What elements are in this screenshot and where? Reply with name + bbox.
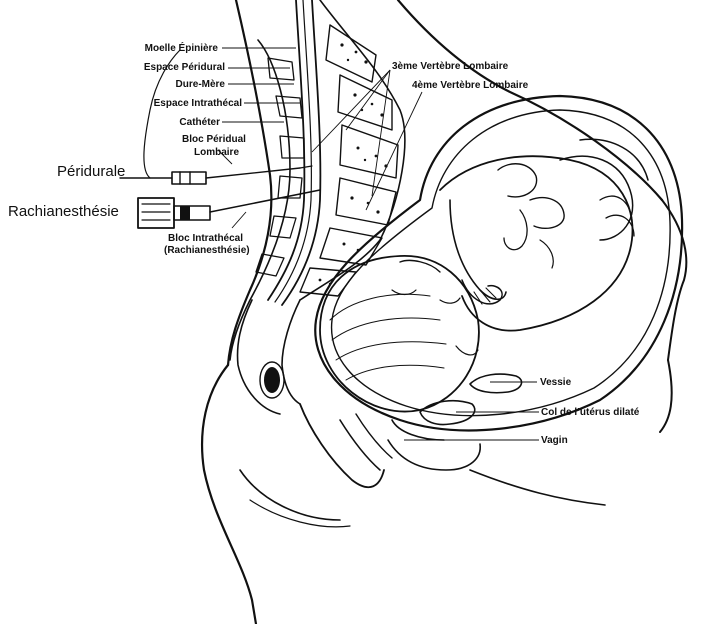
label-vessie: Vessie (540, 377, 572, 388)
uterus-and-fetus (314, 94, 684, 441)
label-vertebre-3: 3ème Vertèbre Lombaire (392, 61, 509, 72)
label-vertebre-4: 4ème Vertèbre Lombaire (412, 80, 529, 91)
label-moelle-epiniere: Moelle Épinière (145, 41, 219, 54)
label-bloc-peridural-line1: Bloc Péridual (182, 134, 246, 145)
label-rachianesthesie: Rachianesthésie (8, 203, 119, 220)
label-vagin: Vagin (541, 435, 568, 446)
peridural-needle-and-syringe (119, 49, 313, 185)
labels: Moelle Épinière Espace Péridural Dure-Mè… (8, 41, 640, 446)
label-dure-mere: Dure-Mère (176, 79, 226, 90)
label-bloc-intrathecal-line2: (Rachianesthésie) (164, 245, 250, 256)
leader-lines (217, 47, 539, 441)
label-espace-peridural: Espace Péridural (144, 62, 225, 73)
label-espace-intrathecal: Espace Intrathécal (154, 98, 243, 109)
label-col-uterus: Col de l’utérus dilaté (541, 407, 640, 418)
label-bloc-intrathecal-line1: Bloc Intrathécal (168, 233, 243, 244)
body-outline (201, 0, 688, 624)
pelvic-floor (239, 403, 481, 528)
spinal-column (229, 0, 406, 415)
spinal-needle-and-syringe (137, 189, 321, 229)
label-peridurale: Péridurale (57, 163, 125, 180)
label-bloc-peridural-line2: Lombaire (194, 147, 239, 158)
label-catheter: Cathéter (179, 117, 220, 128)
